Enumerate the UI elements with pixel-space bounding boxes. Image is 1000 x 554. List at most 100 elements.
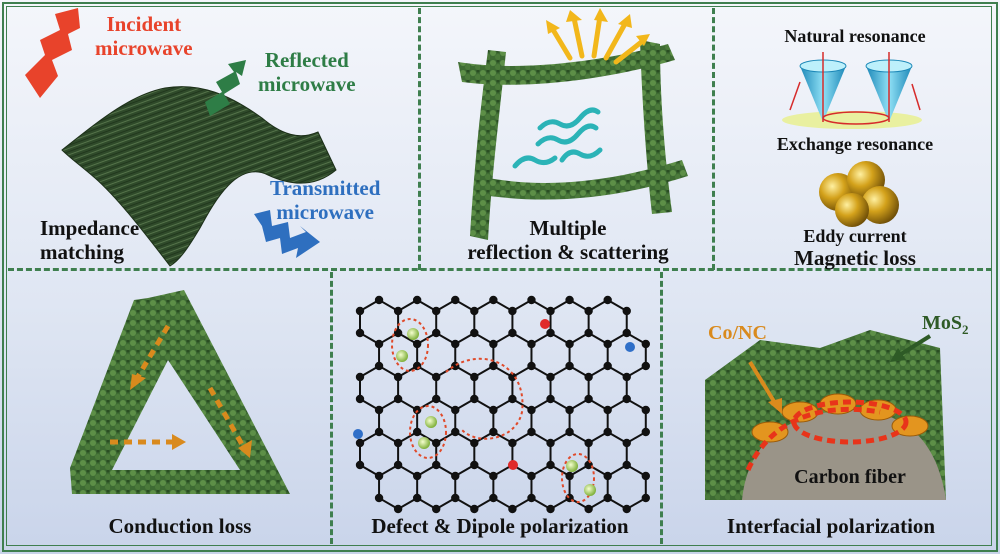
lattice-atom [355,372,365,382]
internal-waves [512,107,603,169]
lattice-atom [508,438,517,448]
bottom-divider-right [660,272,663,544]
lattice-atom [565,471,574,481]
eddy-current-label: Eddy current [803,226,907,246]
lattice-atom [546,394,555,404]
lattice-atom [412,493,422,503]
dipole-panel [353,295,650,514]
lattice-atom [451,427,460,437]
lattice-atom [527,471,536,481]
lattice-atom [355,438,365,448]
pointer-arrows [748,334,932,410]
lattice-atom [393,328,403,338]
lattice-atom [451,471,460,481]
lattice-atom [355,394,365,404]
lattice-atom [584,504,593,514]
lattice-atom [393,394,403,404]
incident-label: Incident microwave [95,12,193,60]
lattice-atom [432,460,441,470]
lattice-atom [603,427,612,437]
lattice-atom [432,306,441,316]
dipole-polarization-label: Defect & Dipole polarization [371,514,629,538]
magnetic-panel [782,52,922,227]
lattice-atom [374,361,384,371]
lattice-atom [393,372,403,382]
lattice-atom [432,504,441,514]
lattice-atom [622,504,631,514]
fiber-triangle [70,290,290,494]
lattice-atom [641,471,650,481]
lattice-atom [527,339,536,349]
co-nc-label: Co/NC [708,322,767,344]
lattice-atom [374,427,384,437]
lattice-atom [470,306,479,316]
lattice-atom [508,306,517,316]
reflected-wave-arrow [205,60,246,116]
lattice-atom [527,295,536,305]
dipole-markers [391,318,595,503]
carbon-fiber-label: Carbon fiber [794,466,906,488]
reflected-label: Reflected microwave [258,48,356,96]
exchange-resonance-label: Exchange resonance [776,134,934,154]
lattice-atom [546,460,555,470]
lattice-atom [508,504,517,514]
lattice-atom [393,438,403,448]
lattice-atom [412,361,422,371]
lattice-atom [432,394,441,404]
transmitted-wave-arrow [254,210,320,258]
lattice-atom [412,295,422,305]
lattice-atom [565,339,574,349]
lattice-atom [374,471,384,481]
reflected-line2: microwave [258,72,356,97]
conduction-loss-label: Conduction loss [108,514,252,538]
impedance-line1: Impedance [40,216,140,240]
lattice-atom [622,438,631,448]
interfacial-polarization-label: Interfacial polarization [726,514,936,538]
reflection-panel [458,8,688,240]
impedance-label: Impedance matching [40,216,139,264]
horizontal-divider [8,268,992,271]
lattice-atom [527,493,536,503]
lattice-atom [584,306,593,316]
electron-path-arrows [110,324,247,450]
lattice-atom [527,361,536,371]
incident-wave-arrow [25,8,80,98]
lattice-atom [489,339,498,349]
reflection-label: Multiple reflection & scattering [452,216,684,264]
lattice-atom [546,438,555,448]
lattice-atom [393,504,403,514]
lattice-atom [355,460,365,470]
lattice-atom [489,405,498,415]
lattice-atom [546,306,555,316]
lattice-atom [584,328,593,338]
interface-charges [745,399,909,472]
lattice-atom [641,339,650,349]
lattice-atom [546,372,555,382]
lattice-atom [470,438,479,448]
lattice-atom [393,460,403,470]
impedance-panel [25,8,337,267]
lattice-atom [451,339,460,349]
lattice-atom [508,372,517,382]
lattice-atom [508,328,517,338]
lattice-atom [527,427,536,437]
fiber-frame-top [458,44,675,85]
lattice-atom [451,295,460,305]
lattice-atom [565,405,574,415]
lattice-atom [603,405,612,415]
lattice-atom [622,460,631,470]
top-divider-left [418,8,421,270]
incident-line2: microwave [95,36,193,61]
lattice-atom [584,438,593,448]
lattice-atom [641,361,650,371]
reflected-line1: Reflected [264,48,349,72]
natural-resonance-label: Natural resonance [784,26,926,46]
lattice-atom [432,438,441,448]
graphene-lattice [355,295,650,514]
lattice-atom [584,372,593,382]
incident-line1: Incident [106,12,182,36]
fiber-frame-right [640,40,672,214]
sphere-4 [835,193,869,227]
mos2-label: MoS2 [922,312,969,338]
